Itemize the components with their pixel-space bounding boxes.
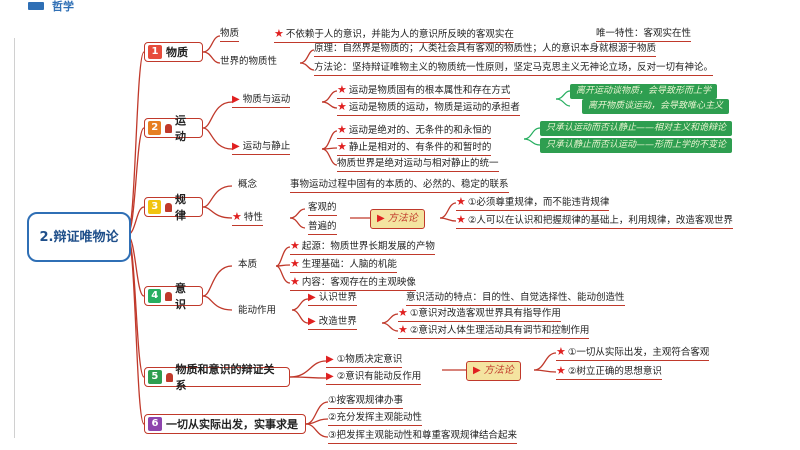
matter-concept-label: 物质 — [220, 28, 240, 42]
section-number: 5 — [148, 370, 162, 384]
consciousness-essence-label: 本质 — [238, 259, 258, 270]
law-concept-label: 概念 — [238, 179, 258, 190]
star-icon: ★ — [232, 210, 242, 223]
consciousness-essence: ★生理基础：人脑的机能 — [290, 258, 397, 273]
motion-branch-motion-rest: ▶运动与静止 — [232, 141, 291, 155]
warning-box: 只承认运动而否认静止——相对主义和诡辩论 — [540, 121, 733, 136]
matter-concept: ★不依赖于人的意识，并能为人的意识所反映的客观实在 — [274, 28, 514, 43]
function-change-item: ★②意识对人体生理活动具有调节和控制作用 — [398, 323, 590, 339]
motion-item: ★运动是物质的运动，物质是运动的承担者 — [337, 101, 520, 116]
section-label: 物质 — [166, 46, 188, 59]
motion-item: 物质世界是绝对运动与相对静止的统一 — [337, 158, 499, 172]
top-bar: 哲学 — [0, 0, 800, 14]
motion-item: ★运动是绝对的、无条件的和永恒的 — [337, 123, 492, 139]
root-title: 2.辩证唯物论 — [39, 229, 119, 245]
flag-icon: ▶ — [326, 371, 334, 382]
star-icon: ★ — [456, 213, 466, 226]
person-icon — [165, 202, 173, 212]
motion-item: ★静止是相对的、有条件的和暂时的 — [337, 140, 492, 156]
section-relation: 5 物质和意识的辩证关系 — [144, 363, 290, 392]
star-icon: ★ — [337, 100, 347, 113]
flag-icon: ▶ — [232, 94, 240, 105]
section-number: 4 — [148, 289, 162, 303]
function-change: ▶改造世界 — [308, 316, 357, 330]
star-icon: ★ — [556, 364, 566, 377]
relation-item: ▶①物质决定意识 — [326, 354, 403, 368]
star-icon: ★ — [274, 27, 284, 40]
law-concept: 事物运动过程中固有的本质的、必然的、稳定的联系 — [290, 179, 509, 193]
section-consciousness: 4 意识 — [144, 282, 203, 311]
section-label: 物质和意识的辩证关系 — [175, 363, 275, 392]
flag-icon: ▶ — [308, 292, 316, 303]
star-icon: ★ — [398, 306, 408, 319]
matter-methodology: 方法论：坚持辩证唯物主义的物质统一性原则，坚定马克思主义无神论立场，反对一切有神… — [314, 62, 714, 76]
law-feature: 客观的 — [308, 202, 337, 216]
section-number: 6 — [148, 417, 162, 431]
function-know: ▶认识世界 — [308, 292, 357, 306]
star-icon: ★ — [337, 123, 347, 136]
section-law: 3 规律 — [144, 193, 203, 222]
motion-branch-matter-motion: ▶物质与运动 — [232, 94, 291, 108]
relation-method: ★②树立正确的思想意识 — [556, 365, 662, 380]
section-label: 规律 — [175, 193, 187, 222]
star-icon: ★ — [556, 345, 566, 358]
motion-item: ★运动是物质固有的根本属性和存在方式 — [337, 83, 511, 99]
practice-item: ③把发挥主观能动性和尊重客观规律结合起来 — [328, 430, 518, 444]
methodology-tag: ▶方法论 — [466, 361, 521, 381]
consciousness-function-label: 能动作用 — [238, 305, 277, 316]
relation-method: ★①一切从实际出发，主观符合客观 — [556, 345, 710, 361]
practice-item: ②充分发挥主观能动性 — [328, 412, 423, 426]
section-number: 3 — [148, 200, 162, 214]
header-title: 哲学 — [52, 0, 74, 13]
section-number: 2 — [148, 121, 162, 135]
person-icon — [165, 291, 173, 301]
section-matter: 1 物质 — [144, 42, 203, 62]
consciousness-essence: ★起源：物质世界长期发展的产物 — [290, 240, 435, 255]
page-margin-line — [14, 38, 15, 438]
law-feature-label: ★特性 — [232, 211, 263, 226]
warning-box: 离开运动谈物质，会导致形而上学 — [570, 84, 718, 99]
law-method: ★①必须尊重规律，而不能违背规律 — [456, 195, 610, 211]
section-number: 1 — [148, 45, 162, 59]
flag-icon: ▶ — [326, 354, 334, 365]
function-know-text: 意识活动的特点：目的性、自觉选择性、能动创造性 — [406, 292, 625, 306]
methodology-tag: ▶方法论 — [370, 209, 425, 229]
root-node: 2.辩证唯物论 — [27, 212, 131, 262]
consciousness-essence: ★内容：客观存在的主观映像 — [290, 276, 416, 291]
star-icon: ★ — [337, 140, 347, 153]
section-label: 意识 — [175, 282, 187, 311]
matter-property: 唯一特性：客观实在性 — [596, 28, 692, 42]
worldview-label: 世界的物质性 — [220, 56, 278, 67]
star-icon: ★ — [290, 239, 300, 252]
star-icon: ★ — [398, 323, 408, 336]
person-icon — [165, 372, 173, 382]
relation-item: ▶②意识有能动反作用 — [326, 371, 422, 385]
section-motion: 2 运动 — [144, 114, 203, 143]
warning-box: 只承认静止而否认运动——形而上学的不变论 — [540, 138, 733, 153]
star-icon: ★ — [337, 83, 347, 96]
flag-icon: ▶ — [473, 365, 481, 376]
law-feature: 普遍的 — [308, 221, 337, 235]
law-method: ★②人可以在认识和把握规律的基础上，利用规律，改造客观世界 — [456, 214, 733, 229]
matter-principle: 原理：自然界是物质的；人类社会具有客观的物质性；人的意识本身就根源于物质 — [314, 43, 657, 57]
star-icon: ★ — [290, 257, 300, 270]
section-label: 运动 — [175, 114, 187, 143]
flag-icon: ▶ — [377, 213, 385, 224]
function-change-item: ★①意识对改造客观世界具有指导作用 — [398, 307, 561, 322]
flag-icon: ▶ — [308, 316, 316, 327]
person-icon — [165, 123, 173, 133]
star-icon: ★ — [290, 275, 300, 288]
section-practice: 6 一切从实际出发，实事求是 — [144, 414, 306, 434]
header-logo-mark — [28, 2, 44, 10]
practice-item: ①按客观规律办事 — [328, 395, 404, 409]
flag-icon: ▶ — [232, 141, 240, 152]
warning-box: 离开物质谈运动，会导致唯心主义 — [582, 99, 730, 114]
section-label: 一切从实际出发，实事求是 — [166, 418, 298, 431]
star-icon: ★ — [456, 195, 466, 208]
